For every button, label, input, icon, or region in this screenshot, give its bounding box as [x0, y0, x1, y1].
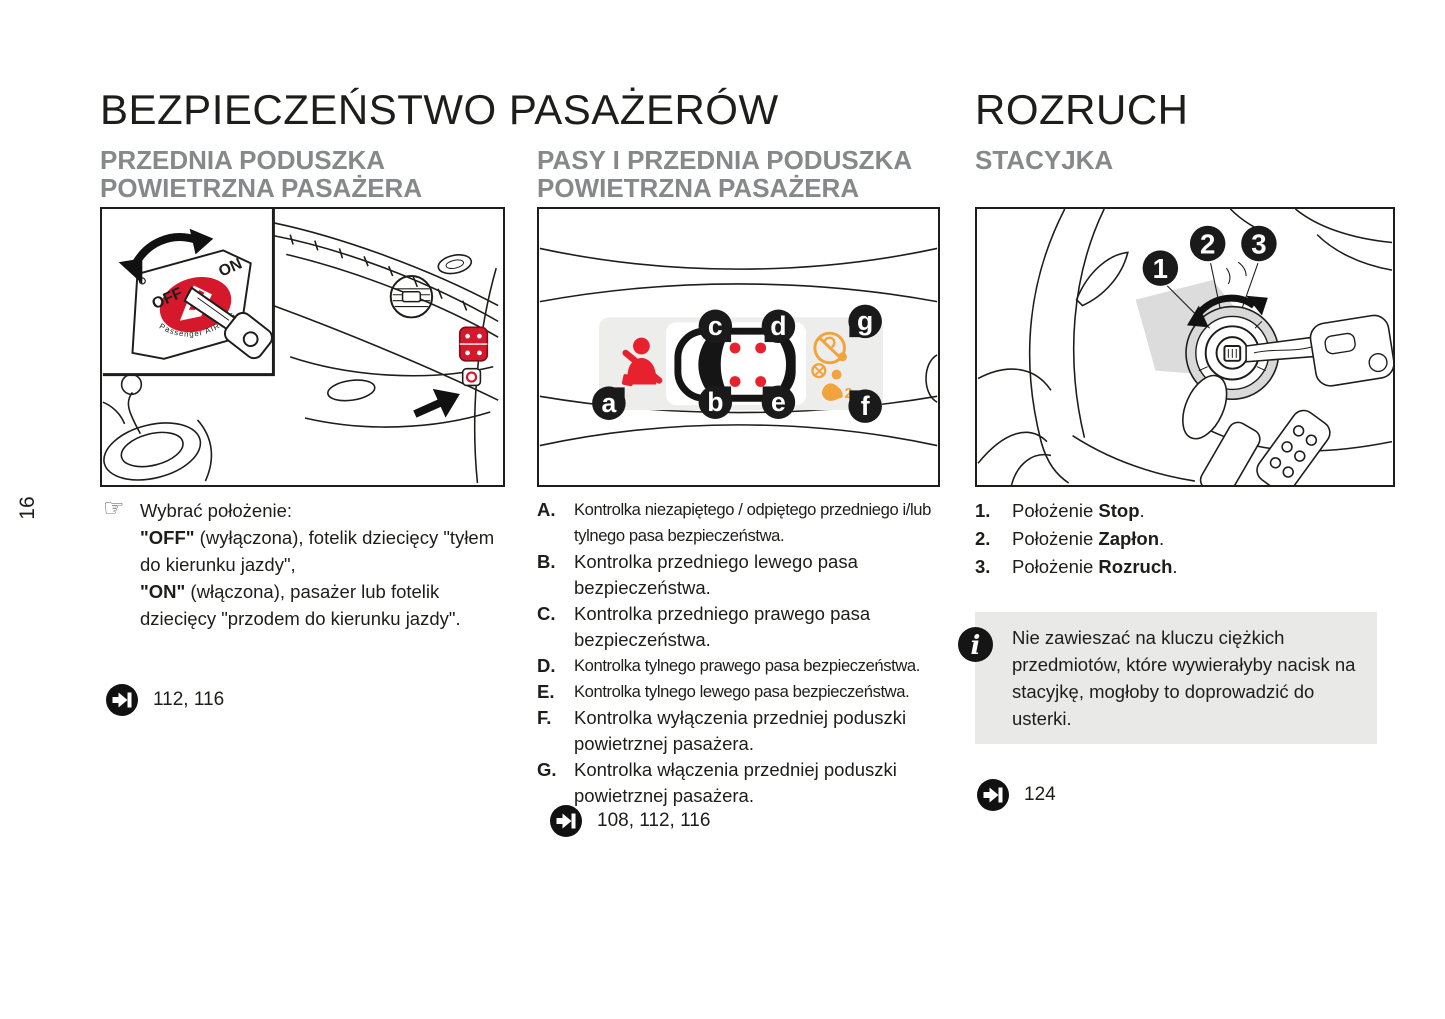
list-item-c: C.Kontrolka przedniego prawego pasa bezp… — [537, 603, 871, 650]
badge-3: 3 — [1241, 225, 1277, 262]
warning-lamps-illustration: 2 a b c d e f g — [539, 247, 938, 447]
airbag-buttons — [458, 326, 489, 387]
lamp-callout-badges: a b c d e f g — [592, 304, 882, 423]
page-reference: 124 — [977, 779, 1056, 811]
list-item-2: 2.Położenie Zapłon. — [975, 528, 1165, 549]
seatbelt-warning-icon — [621, 337, 663, 387]
position-callout-badges: 1 2 3 — [1142, 225, 1277, 286]
list-item-f: F.Kontrolka wyłączenia przedniej poduszk… — [537, 707, 907, 754]
column-stalk — [1182, 374, 1228, 440]
subtitle-ignition: STACYJKA — [975, 145, 1114, 175]
svg-text:i: i — [971, 631, 981, 661]
page-reference: 108, 112, 116 — [550, 805, 710, 837]
instruction-off: "OFF" (wyłączona), fotelik dziecięcy "ty… — [140, 527, 495, 575]
svg-text:c: c — [708, 311, 723, 341]
ignition-key — [1245, 314, 1393, 387]
car-top-view — [674, 327, 796, 402]
note-text: Nie zawieszać na kluczu ciężkich przedmi… — [1012, 627, 1356, 729]
svg-text:3: 3 — [1251, 228, 1266, 259]
pointing-hand-icon: ☞ — [103, 495, 125, 522]
switch-inset: OFF ON Passenger AIRBAG — [102, 209, 275, 377]
badge-d: d — [761, 309, 796, 344]
ignition-illustration: 1 2 3 — [977, 209, 1393, 485]
binnacle-line-art — [539, 247, 938, 447]
goto-page-icon — [106, 684, 138, 716]
airbag-switch-instructions: ☞ Wybrać położenie: "OFF" (wyłączona), f… — [100, 495, 502, 632]
figure-ignition-switch: 1 2 3 — [975, 207, 1395, 487]
svg-text:e: e — [771, 387, 786, 417]
key-illustration — [183, 286, 273, 360]
list-item-3: 3.Położenie Rozruch. — [975, 556, 1178, 577]
figure-warning-lamps-panel: 2 a b c d e f g — [537, 207, 940, 487]
steering-column-line-art — [977, 209, 1393, 485]
svg-text:2: 2 — [1200, 228, 1215, 259]
badge-c: c — [698, 309, 733, 344]
dashboard-line-art — [102, 222, 499, 484]
svg-text:1: 1 — [1153, 253, 1168, 284]
badge-a: a — [592, 386, 626, 420]
rotate-arrow-icon — [1186, 294, 1268, 328]
page-number: 16 — [16, 496, 39, 520]
list-item-a: A.Kontrolka niezapiętego / odpiętego prz… — [537, 499, 931, 545]
airbag-switch-illustration: OFF ON Passenger AIRBAG — [102, 209, 499, 484]
figure-airbag-switch-dashboard: OFF ON Passenger AIRBAG — [100, 207, 505, 487]
pointer-arrow-icon — [413, 388, 460, 418]
reference-pages: 112, 116 — [153, 689, 225, 710]
airbag-on-icon — [813, 331, 847, 365]
svg-text:f: f — [861, 391, 870, 421]
goto-page-icon — [550, 805, 582, 837]
airbag2-label: 2 — [844, 386, 852, 402]
ignition-positions-list: 1.Położenie Stop. 2.Położenie Zapłon. 3.… — [975, 497, 1395, 581]
svg-text:g: g — [857, 306, 873, 336]
page-reference: 112, 116 — [106, 684, 224, 716]
badge-2: 2 — [1189, 225, 1226, 262]
badge-1: 1 — [1142, 250, 1179, 286]
list-item-1: 1.Położenie Stop. — [975, 500, 1145, 521]
info-note: i Nie zawieszać na kluczu ciężkich przed… — [958, 612, 1377, 744]
svg-text:b: b — [707, 387, 723, 417]
badge-g: g — [848, 304, 882, 339]
list-item-e: E.Kontrolka tylnego lewego pasa bezpiecz… — [537, 681, 910, 702]
badge-b: b — [698, 385, 733, 419]
lamp-legend-list: A.Kontrolka niezapiętego / odpiętego prz… — [537, 497, 941, 809]
page-title-passenger-safety: BEZPIECZEŃSTWO PASAŻERÓW — [100, 86, 779, 133]
instruction-on: "ON" (włączona), pasażer lub fotelik dzi… — [140, 581, 461, 629]
badge-f: f — [848, 389, 882, 423]
reference-pages: 108, 112, 116 — [597, 810, 711, 831]
reference-pages: 124 — [1024, 784, 1056, 805]
list-item-g: G.Kontrolka włączenia przedniej poduszki… — [537, 759, 897, 806]
pedals — [1199, 409, 1331, 485]
airbag-passenger-icon: 2 — [811, 363, 853, 402]
page-title-start: ROZRUCH — [975, 86, 1189, 133]
goto-page-icon — [977, 779, 1009, 811]
instruction-lead: Wybrać położenie: — [140, 500, 293, 521]
svg-text:a: a — [601, 388, 616, 418]
list-item-b: B.Kontrolka przedniego lewego pasa bezpi… — [537, 551, 858, 598]
badge-e: e — [761, 385, 796, 419]
info-icon: i — [958, 627, 993, 662]
list-item-d: D.Kontrolka tylnego prawego pasa bezpiec… — [537, 655, 920, 676]
svg-text:d: d — [770, 311, 786, 341]
